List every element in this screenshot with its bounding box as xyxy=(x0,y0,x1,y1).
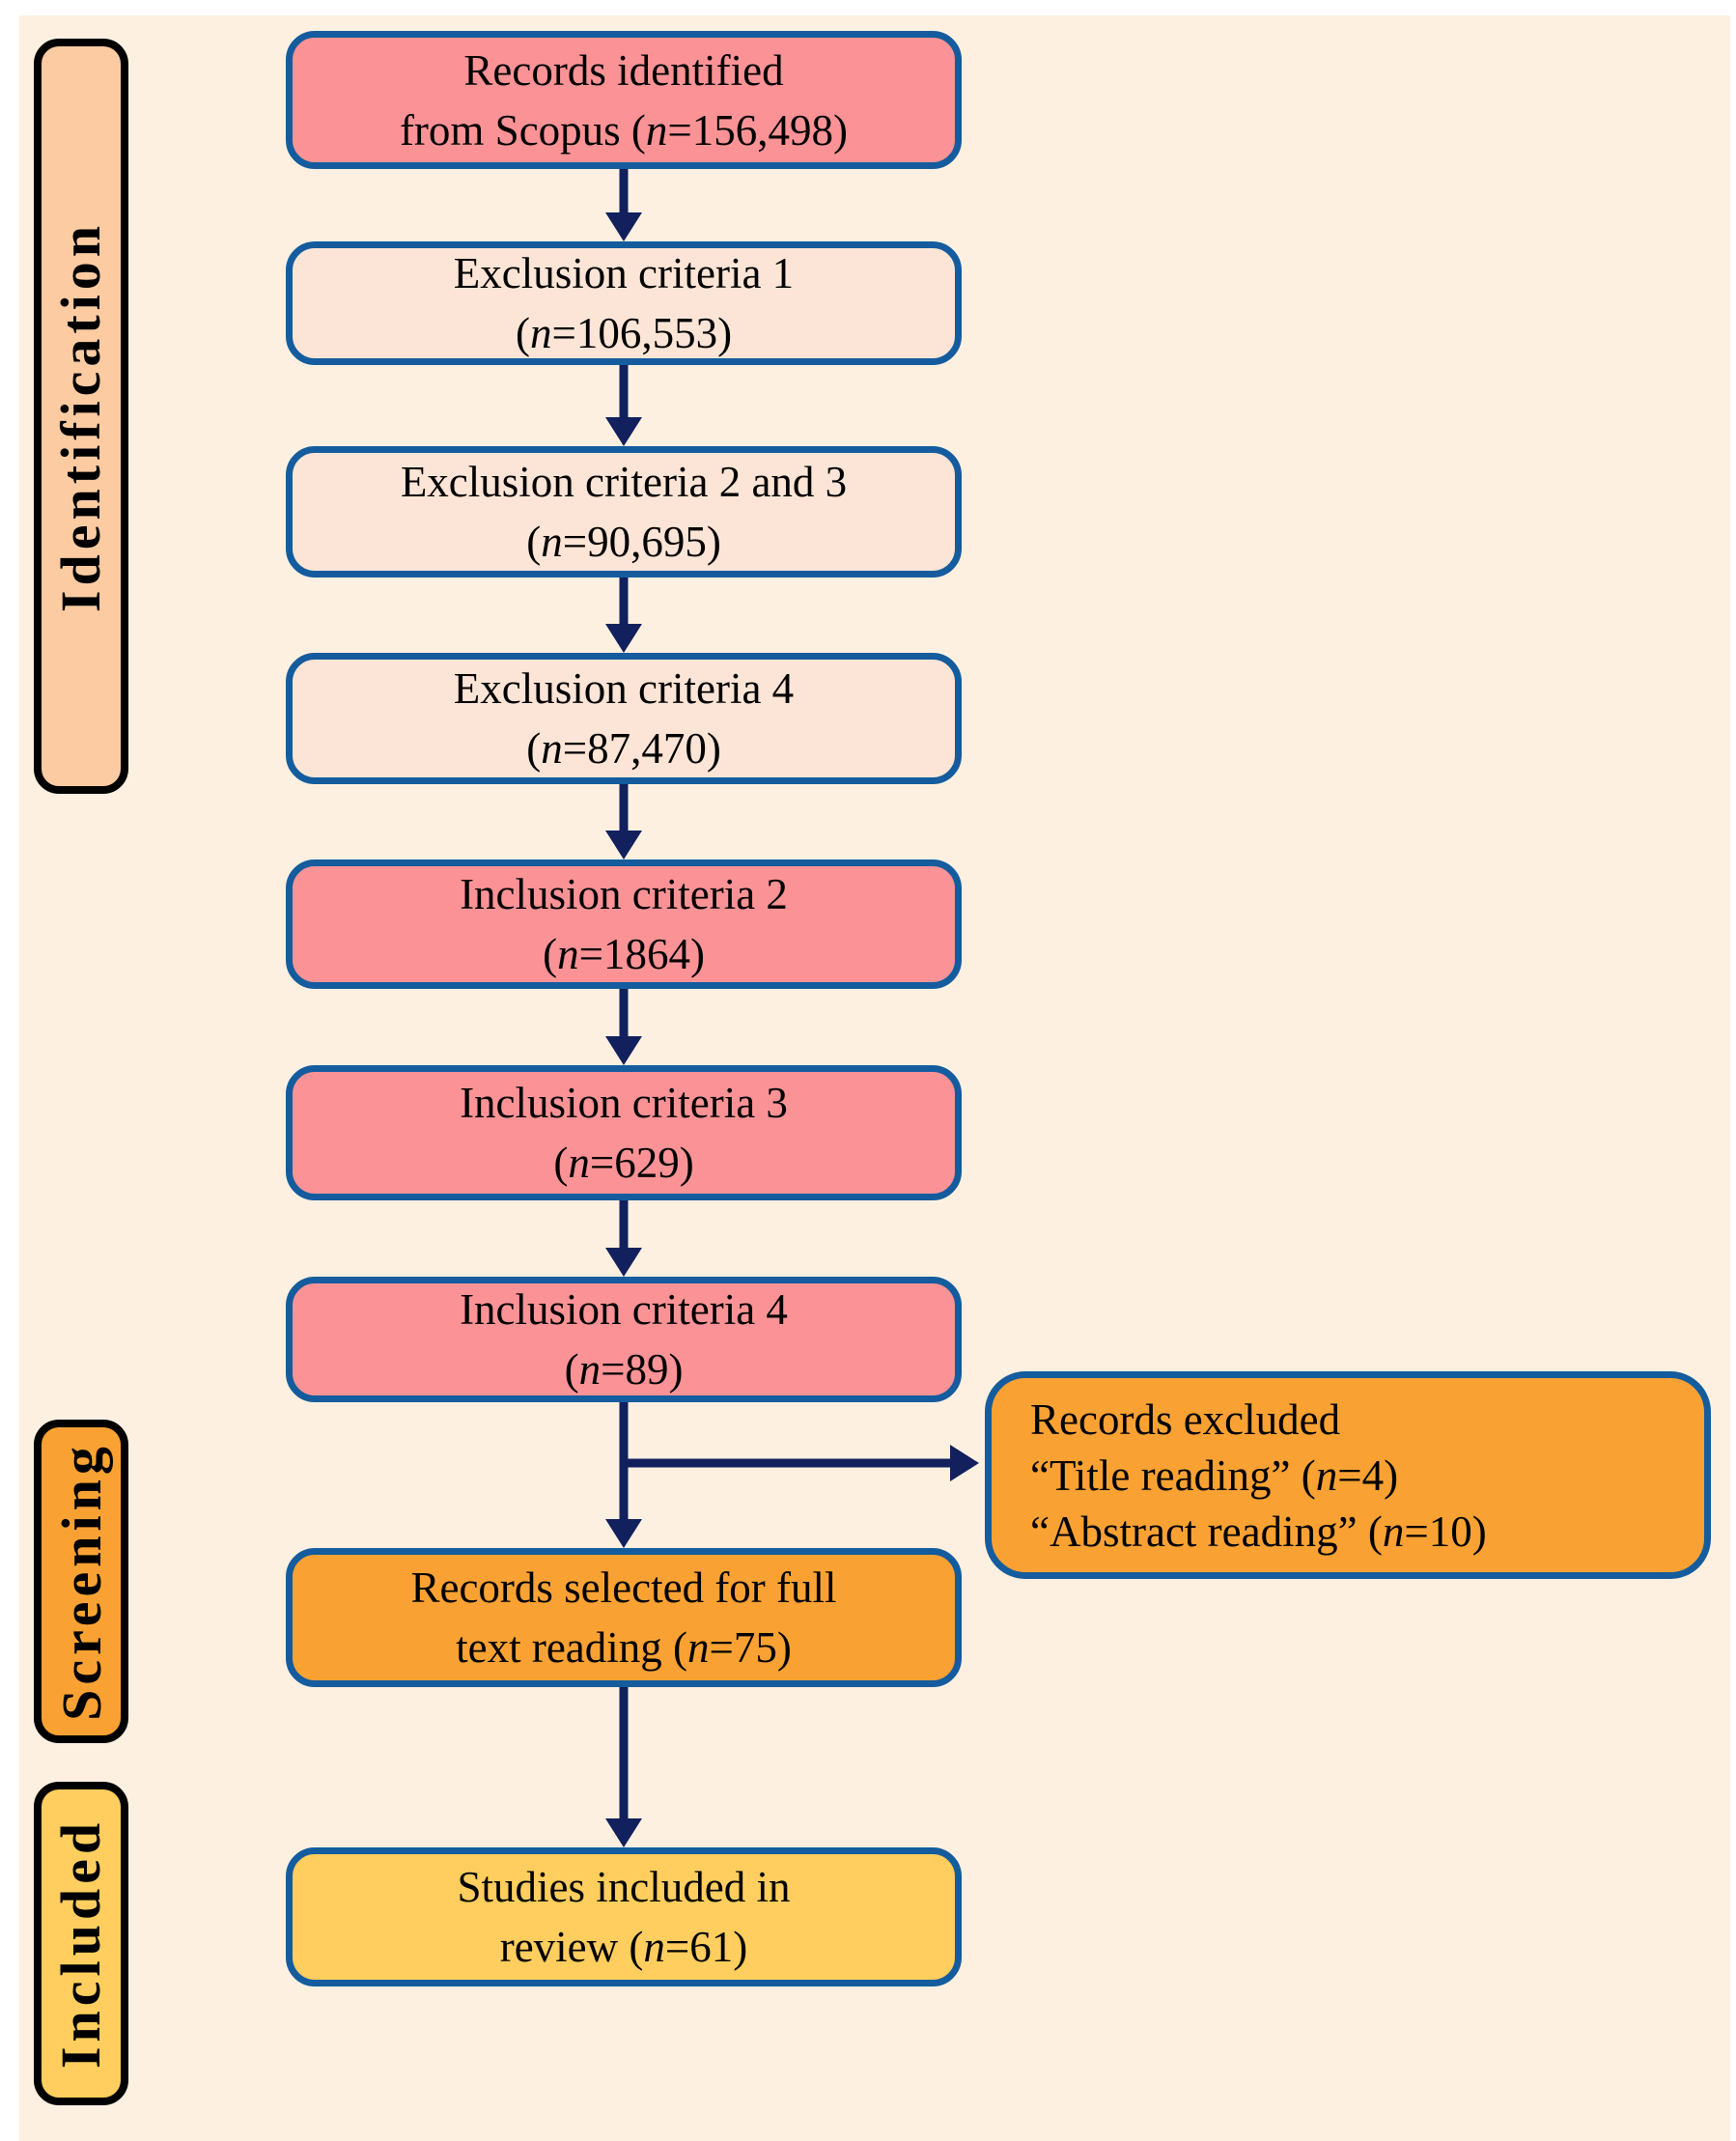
box-text: =90,695) xyxy=(562,518,721,566)
box-text: =75) xyxy=(709,1623,792,1672)
box-text-line: (n=87,470) xyxy=(526,718,721,778)
box-text: Exclusion criteria 4 xyxy=(453,664,795,713)
flow-box-exclusion-criteria-4: Exclusion criteria 4 (n=87,470) xyxy=(286,653,962,784)
box-text-line: Records excluded xyxy=(1030,1392,1340,1448)
sidebar-stage-included: Included xyxy=(34,1782,128,2105)
n-symbol: n xyxy=(541,518,563,566)
n-symbol: n xyxy=(645,105,668,155)
sidebar-stage-label: Identification xyxy=(49,220,113,612)
n-symbol: n xyxy=(541,724,563,773)
box-text: Inclusion criteria 4 xyxy=(460,1285,788,1334)
flow-box-inclusion-criteria-3: Inclusion criteria 3 (n=629) xyxy=(286,1065,962,1200)
box-text: ( xyxy=(564,1345,579,1394)
box-text: =61) xyxy=(664,1923,748,1971)
box-text-line: (n=90,695) xyxy=(526,512,721,572)
box-text: text reading ( xyxy=(456,1623,688,1672)
box-text-line: review (n=61) xyxy=(500,1917,748,1977)
n-symbol: n xyxy=(1315,1451,1338,1500)
flow-box-exclusion-criteria-2-and-3: Exclusion criteria 2 and 3 (n=90,695) xyxy=(286,446,962,578)
box-text-line: Studies included in xyxy=(458,1857,791,1917)
box-text-line: from Scopus (n=156,498) xyxy=(400,100,848,160)
n-symbol: n xyxy=(578,1345,602,1394)
n-symbol: n xyxy=(643,1923,665,1971)
sidebar-stage-label: Screening xyxy=(49,1442,113,1721)
box-text: =156,498) xyxy=(667,105,849,155)
box-text-line: text reading (n=75) xyxy=(456,1618,792,1677)
box-text: =106,553) xyxy=(551,309,733,357)
flow-box-records-excluded: Records excluded “Title reading” (n=4) “… xyxy=(985,1371,1711,1579)
sidebar-stage-label: Included xyxy=(49,1817,113,2070)
box-text-line: (n=629) xyxy=(553,1133,693,1193)
box-text: Exclusion criteria 2 and 3 xyxy=(400,458,848,506)
box-text: Records excluded xyxy=(1030,1394,1341,1444)
box-text: review ( xyxy=(499,1923,644,1971)
box-text: “Abstract reading” ( xyxy=(1030,1507,1383,1556)
sidebar-stage-screening: Screening xyxy=(34,1420,128,1743)
n-symbol: n xyxy=(529,309,552,357)
n-symbol: n xyxy=(687,1623,710,1672)
box-text-line: (n=106,553) xyxy=(516,303,732,363)
box-text-line: Inclusion criteria 2 xyxy=(460,864,788,924)
n-symbol: n xyxy=(557,930,579,978)
box-text: Exclusion criteria 1 xyxy=(453,249,795,297)
box-text-line: (n=1864) xyxy=(543,924,705,984)
box-text: =1864) xyxy=(578,930,705,978)
flow-box-studies-included-in-review: Studies included in review (n=61) xyxy=(286,1847,962,1986)
box-text-line: Records identified xyxy=(463,41,783,100)
flow-box-inclusion-criteria-4: Inclusion criteria 4 (n=89) xyxy=(286,1277,962,1402)
box-text: Records identified xyxy=(463,45,784,95)
flow-box-inclusion-criteria-2: Inclusion criteria 2 (n=1864) xyxy=(286,859,962,989)
box-text: Studies included in xyxy=(457,1863,791,1911)
box-text: ( xyxy=(543,930,558,978)
box-text: Inclusion criteria 2 xyxy=(460,870,788,918)
box-text-line: (n=89) xyxy=(565,1339,684,1399)
box-text-line: Exclusion criteria 2 and 3 xyxy=(401,452,847,512)
box-text: =87,470) xyxy=(562,724,721,773)
box-text: ( xyxy=(553,1139,569,1187)
box-text-line: Exclusion criteria 4 xyxy=(454,659,794,718)
box-text: =629) xyxy=(589,1139,694,1187)
sidebar-stage-identification: Identification xyxy=(34,39,128,794)
box-text: ( xyxy=(526,518,542,566)
n-symbol: n xyxy=(568,1139,590,1187)
box-text-line: Inclusion criteria 3 xyxy=(460,1073,788,1133)
box-text: “Title reading” ( xyxy=(1030,1451,1316,1500)
box-text-line: Records selected for full xyxy=(410,1558,836,1618)
box-text: from Scopus ( xyxy=(399,105,646,155)
flow-box-exclusion-criteria-1: Exclusion criteria 1 (n=106,553) xyxy=(286,241,962,365)
box-text-line: Inclusion criteria 4 xyxy=(460,1280,788,1339)
box-text-line: “Abstract reading” (n=10) xyxy=(1030,1504,1487,1560)
box-text-line: Exclusion criteria 1 xyxy=(454,243,794,303)
n-symbol: n xyxy=(1382,1507,1405,1556)
box-text: =4) xyxy=(1337,1451,1399,1500)
box-text-line: “Title reading” (n=4) xyxy=(1030,1448,1398,1504)
box-text: =10) xyxy=(1404,1507,1487,1556)
box-text: Inclusion criteria 3 xyxy=(460,1079,788,1127)
box-text: Records selected for full xyxy=(410,1563,837,1612)
box-text: ( xyxy=(526,724,542,773)
flow-box-records-selected-full-text: Records selected for full text reading (… xyxy=(286,1548,962,1687)
box-text: ( xyxy=(515,309,530,357)
flow-box-records-identified: Records identified from Scopus (n=156,49… xyxy=(286,31,962,169)
box-text: =89) xyxy=(601,1345,684,1394)
